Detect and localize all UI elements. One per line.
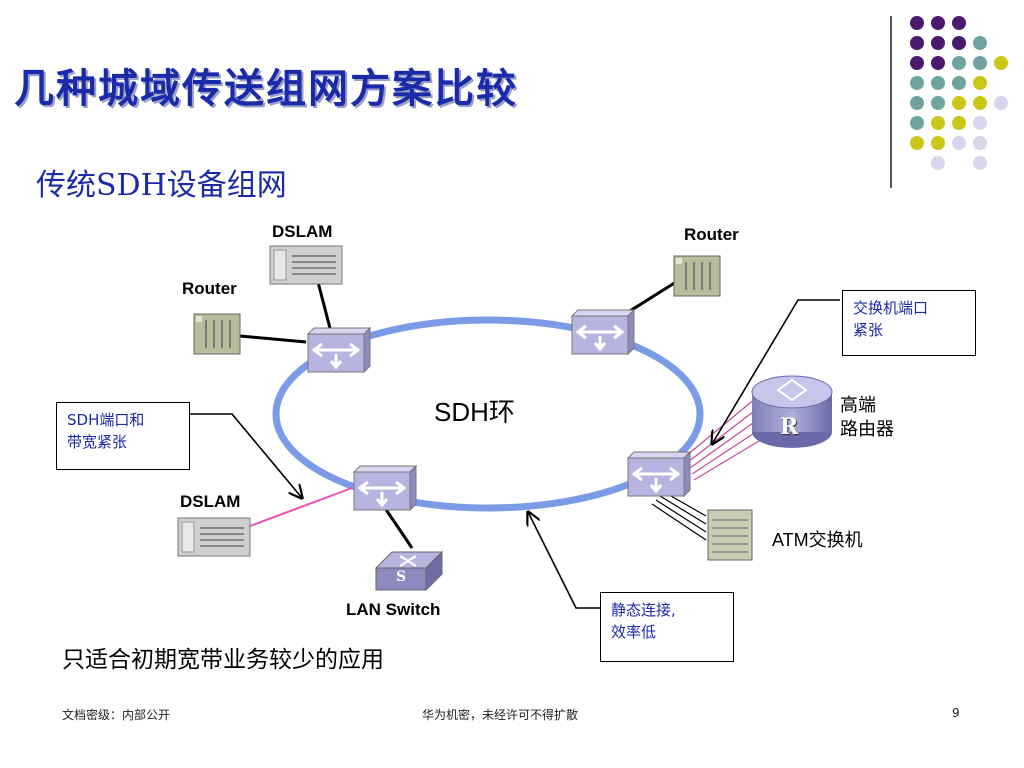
label-lan-switch: LAN Switch (346, 600, 441, 619)
decorative-dot (910, 56, 924, 70)
slide-subtitle: 传统SDH设备组网 (36, 168, 287, 203)
lan-switch-icon (374, 550, 444, 592)
decorative-dot (952, 16, 966, 30)
router-left-icon (193, 313, 241, 355)
label-dslam-top: DSLAM (272, 222, 333, 241)
decorative-dot (931, 56, 945, 70)
slide-title: 几种城域传送组网方案比较 (14, 65, 518, 112)
decorative-dot (910, 16, 924, 30)
dslam-top-icon (269, 245, 343, 285)
adm-node-top-right (570, 308, 636, 356)
decorative-dot (910, 36, 924, 50)
decorative-dot (952, 76, 966, 90)
decorative-dot (973, 156, 987, 170)
decorative-dot (994, 96, 1008, 110)
decorative-dot (910, 116, 924, 130)
link-dslam-top (316, 281, 334, 337)
links-high-end-router (685, 397, 765, 481)
high-end-router-icon (751, 375, 833, 448)
decorative-dot (973, 136, 987, 150)
arrow-sdh-port (190, 413, 302, 498)
decorative-dot (973, 116, 987, 130)
decorative-dot (973, 36, 987, 50)
decorative-dot (931, 136, 945, 150)
decorative-dot (931, 76, 945, 90)
decorative-dot (973, 96, 987, 110)
label-high-end-router: 高端 路由器 (840, 395, 894, 440)
sdh-ring-label: SDH环 (434, 397, 515, 427)
decorative-dot (952, 36, 966, 50)
link-router-left (239, 334, 307, 344)
footer-confidential: 华为机密，未经许可不得扩散 (422, 708, 579, 722)
title-divider (890, 16, 892, 188)
decorative-dot (973, 76, 987, 90)
sdh-ring (272, 316, 704, 512)
router-right-icon (673, 255, 721, 297)
link-dslam-left-pink (249, 487, 353, 527)
decorative-dot (952, 116, 966, 130)
router-symbol: R (780, 414, 799, 440)
callout-static-connection: 静态连接, 效率低 (600, 592, 734, 662)
decorative-dot (910, 96, 924, 110)
adm-node-top-left (306, 326, 372, 374)
decorative-dot (952, 96, 966, 110)
label-dslam-left: DSLAM (180, 492, 241, 511)
decorative-dot (910, 76, 924, 90)
decorative-dot (910, 136, 924, 150)
link-lan-switch (383, 507, 414, 549)
dslam-left-icon (177, 517, 251, 557)
label-router-right: Router (684, 225, 739, 244)
decorative-dot (952, 136, 966, 150)
footer-page-number: 9 (952, 706, 960, 720)
atm-switch-icon (707, 509, 753, 561)
decorative-dot (931, 36, 945, 50)
arrow-switch-port (712, 299, 840, 444)
decorative-dot (973, 56, 987, 70)
decorative-dot (952, 56, 966, 70)
decorative-dot (931, 96, 945, 110)
adm-node-bottom-left (352, 464, 418, 512)
decorative-dot (931, 116, 945, 130)
switch-symbol: S (396, 569, 407, 585)
decorative-dot (931, 16, 945, 30)
label-atm-switch: ATM交换机 (772, 530, 863, 550)
decorative-dot (931, 156, 945, 170)
label-router-left: Router (182, 279, 237, 298)
footer-classification: 文档密级：内部公开 (62, 708, 171, 722)
adm-node-bottom-right (626, 450, 692, 498)
callout-switch-port: 交换机端口 紧张 (842, 290, 976, 356)
callout-sdh-port: SDH端口和 带宽紧张 (56, 402, 190, 470)
links-atm-switch (651, 491, 707, 541)
decorative-dot (994, 56, 1008, 70)
arrow-static-conn (528, 512, 600, 609)
bottom-note: 只适合初期宽带业务较少的应用 (62, 647, 384, 673)
